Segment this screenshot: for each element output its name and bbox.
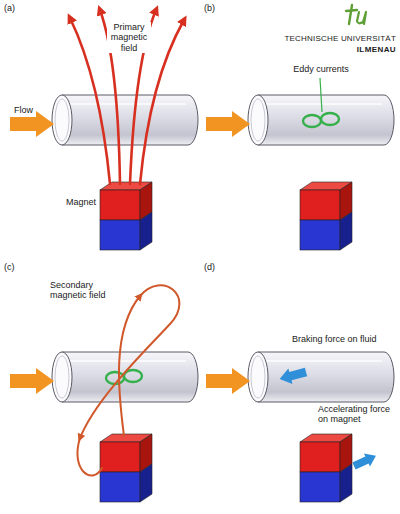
force-label: Accelerating force on magnet xyxy=(318,404,396,425)
panel-letter: (d) xyxy=(204,262,234,272)
pipe xyxy=(52,352,198,402)
flow-arrow xyxy=(206,111,250,137)
magnet xyxy=(300,434,352,502)
pipe xyxy=(248,352,394,402)
field-label: Secondary magnetic field xyxy=(50,280,106,301)
field-label: Primary magnetic field xyxy=(107,22,151,53)
force-label: Braking force on fluid xyxy=(292,334,396,344)
flow-label: Flow xyxy=(14,105,54,115)
logo-glyph xyxy=(346,5,366,24)
logo-stroke xyxy=(346,5,357,24)
logo-text: TECHNISCHE UNIVERSITÄT xyxy=(246,34,396,43)
logo-stroke xyxy=(357,12,366,24)
primary-field-lines xyxy=(70,10,184,184)
panel-letter: (b) xyxy=(204,3,234,13)
eddy-loop xyxy=(303,115,321,127)
magnet xyxy=(100,434,152,502)
pipe xyxy=(52,95,198,145)
flow-arrow xyxy=(206,368,250,394)
magnet-label: Magnet xyxy=(48,197,96,207)
field-line xyxy=(70,18,110,184)
field-line xyxy=(77,438,102,476)
magnet xyxy=(300,182,352,250)
eddy-loop xyxy=(321,113,339,125)
logo-text: ILMENAU xyxy=(300,45,396,54)
panel-letter: (a) xyxy=(4,3,34,13)
panel-letter: (c) xyxy=(4,262,34,272)
eddy-label: Eddy currents xyxy=(276,64,366,74)
eddy-currents xyxy=(303,78,339,127)
field-line xyxy=(80,285,179,438)
flow-arrow xyxy=(10,368,54,394)
secondary-field-line xyxy=(77,285,179,475)
braking-arrow xyxy=(278,364,309,387)
leader-line xyxy=(320,78,322,112)
magnet xyxy=(100,182,152,250)
accelerating-arrow xyxy=(351,449,379,472)
